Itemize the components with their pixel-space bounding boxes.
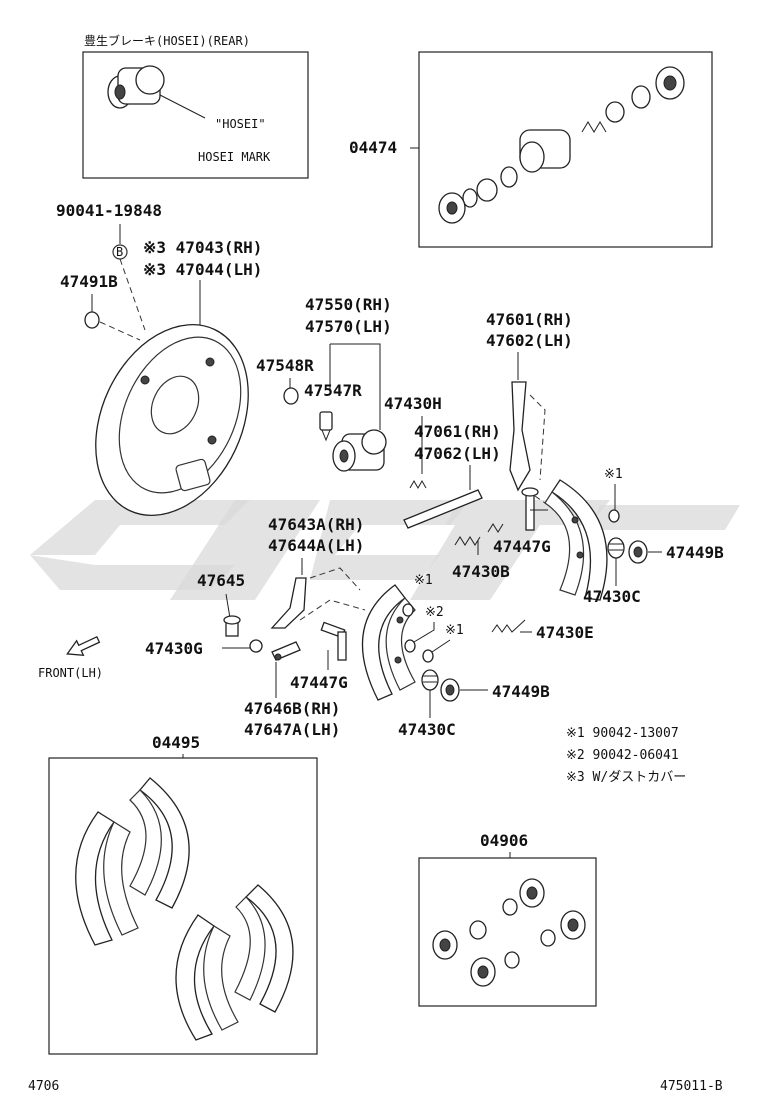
brake-shoe-right bbox=[544, 479, 608, 601]
label-47570-lh: 47570(LH) bbox=[305, 317, 392, 336]
kit-04474-parts bbox=[438, 66, 685, 224]
label-47550-rh: 47550(RH) bbox=[305, 295, 392, 314]
parking-lever-47601 bbox=[509, 381, 531, 492]
pivot-47645 bbox=[223, 615, 241, 637]
note-2: ※2 90042-06041 bbox=[566, 748, 679, 763]
label-47043-rh: ※3 47043(RH) bbox=[143, 238, 262, 257]
label-04474: 04474 bbox=[349, 138, 397, 157]
footer-left: 4706 bbox=[28, 1079, 59, 1094]
label-47447g-right: 47447G bbox=[493, 537, 551, 556]
label-47061-rh: 47061(RH) bbox=[414, 422, 501, 441]
label-47643a-rh: 47643A(RH) bbox=[268, 515, 364, 534]
clip-left-mid bbox=[422, 649, 434, 663]
front-label: FRONT(LH) bbox=[38, 666, 103, 680]
nut-47491b bbox=[84, 311, 100, 329]
kit-04495-shoes bbox=[75, 777, 294, 1041]
bleeder-cap-47548r bbox=[283, 387, 299, 405]
label-47547r: 47547R bbox=[304, 381, 362, 400]
backing-plate bbox=[95, 324, 249, 516]
mark2-left: ※2 bbox=[425, 605, 444, 620]
retainer-47430c-right bbox=[607, 537, 625, 559]
spring-seat-left bbox=[404, 639, 416, 653]
label-04495: 04495 bbox=[152, 733, 200, 752]
footer-right: 475011-B bbox=[660, 1079, 723, 1094]
mark1-left-top: ※1 bbox=[414, 573, 433, 588]
kit-04495-box bbox=[48, 757, 318, 1055]
note-3: ※3 W/ダストカバー bbox=[566, 770, 686, 785]
label-47062-lh: 47062(LH) bbox=[414, 444, 501, 463]
label-47430b: 47430B bbox=[452, 562, 510, 581]
spring-47430b bbox=[454, 523, 504, 546]
label-47644a-lh: 47644A(LH) bbox=[268, 536, 364, 555]
label-47645: 47645 bbox=[197, 571, 245, 590]
kit-04474-box bbox=[418, 51, 713, 248]
clip-right bbox=[608, 509, 620, 523]
label-47044-lh: ※3 47044(LH) bbox=[143, 260, 262, 279]
adjuster-47646b bbox=[271, 641, 301, 661]
label-47646b-rh: 47646B(RH) bbox=[244, 699, 340, 718]
strut-47061 bbox=[403, 489, 483, 529]
retainer-47430c-left bbox=[421, 669, 439, 691]
mark1-left-mid: ※1 bbox=[445, 623, 464, 638]
label-47430h: 47430H bbox=[384, 394, 442, 413]
note-1: ※1 90042-13007 bbox=[566, 726, 679, 741]
pin-47447g-left bbox=[320, 621, 347, 661]
wheel-cylinder bbox=[332, 429, 387, 472]
spring-47430e bbox=[491, 619, 526, 633]
label-47548r: 47548R bbox=[256, 356, 314, 375]
label-47602-lh: 47602(LH) bbox=[486, 331, 573, 350]
hosei-wheel-cylinder bbox=[107, 65, 165, 109]
hosei-mark-caption: HOSEI MARK bbox=[198, 150, 271, 164]
spring-47430h bbox=[409, 479, 427, 490]
hosei-mark-quote: "HOSEI" bbox=[215, 117, 266, 131]
label-47430c-left: 47430C bbox=[398, 720, 456, 739]
label-47430c-right: 47430C bbox=[583, 587, 641, 606]
brake-shoe-left bbox=[361, 584, 416, 701]
washer-47430g bbox=[249, 639, 263, 653]
label-47449b-right: 47449B bbox=[666, 543, 724, 562]
front-arrow-icon bbox=[66, 635, 101, 656]
watermark-logo bbox=[30, 500, 740, 600]
hosei-leader-line bbox=[159, 94, 206, 119]
kit-04906-box bbox=[418, 857, 597, 1007]
clip-left-top bbox=[402, 603, 414, 617]
label-47647a-lh: 47647A(LH) bbox=[244, 720, 340, 739]
label-47601-rh: 47601(RH) bbox=[486, 310, 573, 329]
label-47449b-left: 47449B bbox=[492, 682, 550, 701]
hosei-box-title: 豊生ブレーキ(HOSEI)(REAR) bbox=[84, 33, 250, 48]
label-90041-19848: 90041-19848 bbox=[56, 201, 162, 220]
label-47447g-left: 47447G bbox=[290, 673, 348, 692]
bleeder-screw-47547r bbox=[319, 411, 333, 442]
marker-b: B bbox=[116, 245, 123, 259]
label-47430e: 47430E bbox=[536, 623, 594, 642]
adjust-lever-47643a bbox=[270, 577, 307, 629]
label-04906: 04906 bbox=[480, 831, 528, 850]
pin-47447g-right bbox=[521, 487, 539, 531]
label-47491b: 47491B bbox=[60, 272, 118, 291]
mark1-right: ※1 bbox=[604, 467, 623, 482]
kit-04906-parts bbox=[432, 878, 586, 987]
hosei-box bbox=[82, 51, 309, 179]
label-47430g: 47430G bbox=[145, 639, 203, 658]
